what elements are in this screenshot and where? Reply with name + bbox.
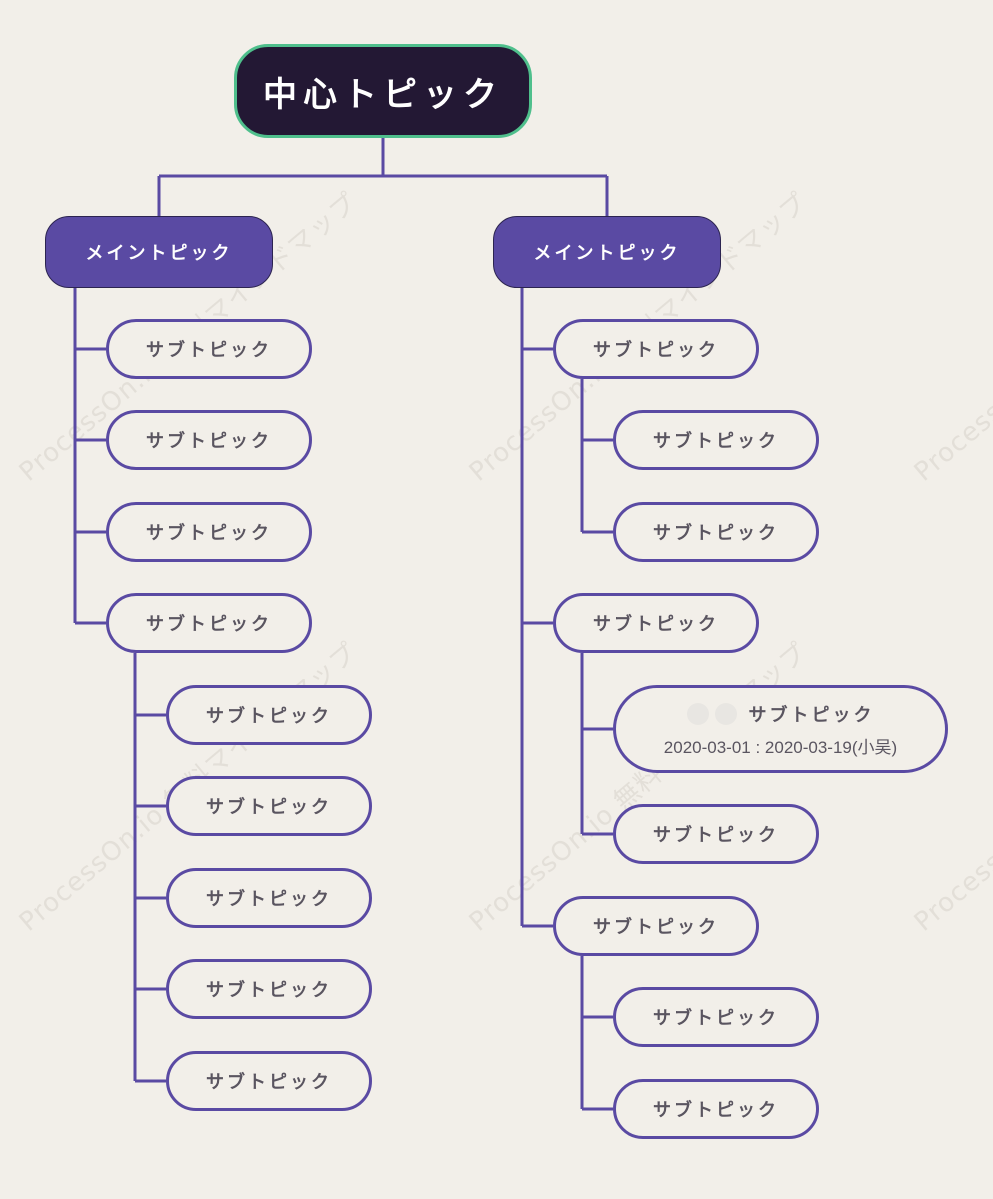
central-topic[interactable]: 中心トピック — [234, 44, 532, 138]
subtopic[interactable]: サブトピック — [613, 987, 819, 1047]
subtopic-header: サブトピック — [686, 701, 875, 727]
progress-icons — [686, 702, 737, 725]
connector-line — [73, 288, 106, 625]
subtopic[interactable]: サブトピック — [613, 502, 819, 562]
subtopic-label: サブトピック — [748, 704, 875, 726]
connector-line — [580, 653, 613, 836]
subtopic[interactable]: サブトピック — [166, 959, 372, 1019]
subtopic[interactable]: サブトピック — [553, 593, 759, 653]
progress-icon — [714, 702, 737, 725]
connector-line — [580, 956, 613, 1111]
subtopic[interactable]: サブトピック — [166, 868, 372, 928]
subtopic[interactable]: サブトピック — [166, 685, 372, 745]
connector-line — [580, 379, 613, 534]
subtopic[interactable]: サブトピック — [106, 502, 312, 562]
subtopic[interactable]: サブトピック — [553, 319, 759, 379]
priority-icon — [686, 702, 709, 725]
subtopic[interactable]: サブトピック — [106, 319, 312, 379]
subtopic[interactable]: サブトピック — [106, 593, 312, 653]
subtopic[interactable]: サブトピック — [553, 896, 759, 956]
subtopic[interactable]: サブトピック — [613, 804, 819, 864]
subtopic[interactable]: サブトピック — [166, 776, 372, 836]
connector-line — [157, 138, 609, 216]
subtopic-with-note[interactable]: サブトピック 2020-03-01 : 2020-03-19(小吴) — [613, 685, 948, 773]
main-topic-left[interactable]: メイントピック — [45, 216, 273, 288]
subtopic[interactable]: サブトピック — [613, 1079, 819, 1139]
subtopic[interactable]: サブトピック — [166, 1051, 372, 1111]
connector-line — [133, 653, 166, 1083]
main-topic-right[interactable]: メイントピック — [493, 216, 721, 288]
date-range-note: 2020-03-01 : 2020-03-19(小吴) — [663, 737, 898, 757]
subtopic[interactable]: サブトピック — [106, 410, 312, 470]
subtopic[interactable]: サブトピック — [613, 410, 819, 470]
connector-line — [520, 288, 553, 928]
